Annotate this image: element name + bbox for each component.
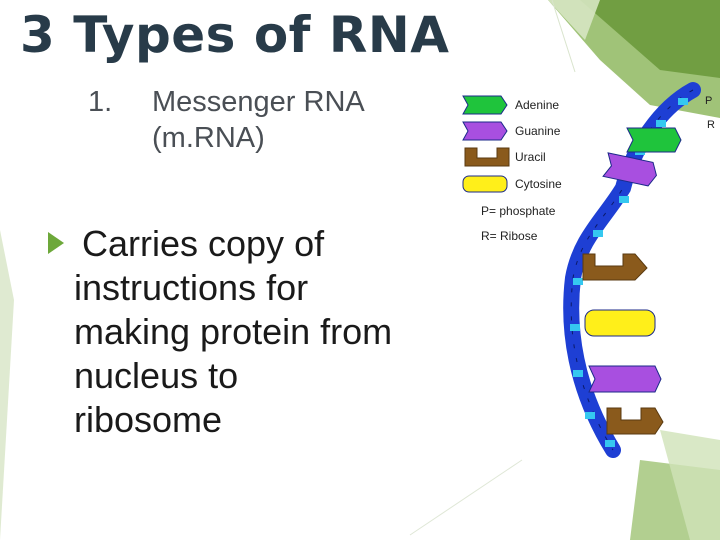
- adenine-swatch: [462, 95, 508, 115]
- legend-label-uracil: Uracil: [515, 150, 546, 164]
- base-cytosine: [584, 309, 656, 337]
- base-guanine: [588, 365, 662, 393]
- legend-label-adenine: Adenine: [515, 98, 559, 112]
- base-uracil: [582, 253, 648, 281]
- strand-node: [605, 440, 615, 447]
- item-number: 1.: [88, 86, 113, 118]
- legend-label-guanine: Guanine: [515, 124, 561, 138]
- strand-label-p: P: [705, 95, 712, 107]
- guanine-swatch: [462, 121, 508, 141]
- legend: Adenine Guanine Uracil Cytosine P= phosp…: [462, 95, 562, 243]
- strand-node: [619, 196, 629, 203]
- base-adenine: [626, 127, 682, 153]
- uracil-swatch: [464, 147, 510, 167]
- corner-shape-bottom-right-light: [660, 430, 720, 540]
- note-phosphate: P= phosphate: [481, 204, 556, 218]
- corner-shape-left: [0, 230, 14, 540]
- strand-node: [573, 370, 583, 377]
- legend-item-uracil: Uracil: [464, 147, 546, 167]
- note-ribose: R= Ribose: [481, 229, 538, 243]
- strand-node: [593, 230, 603, 237]
- slide-title: 3 Types of RNA: [20, 6, 450, 64]
- strand-node: [585, 412, 595, 419]
- strand-node: [678, 98, 688, 105]
- corner-shape-top-right-dark: [580, 0, 720, 78]
- thin-line-top: [551, 0, 576, 73]
- legend-item-cytosine: Cytosine: [462, 175, 562, 193]
- strand-node: [573, 278, 583, 285]
- legend-item-adenine: Adenine: [462, 95, 559, 115]
- strand-outline: [570, 89, 694, 451]
- rna-diagram: Adenine Guanine Uracil Cytosine P= phosp…: [462, 82, 715, 458]
- strand-node: [570, 324, 580, 331]
- strand-label-r: R: [707, 119, 715, 131]
- item-label: Messenger RNA (m.RNA): [152, 86, 364, 154]
- cytosine-swatch: [462, 175, 508, 193]
- base-uracil: [606, 407, 664, 435]
- corner-shape-top-right-light: [548, 0, 600, 40]
- legend-label-cytosine: Cytosine: [515, 177, 562, 191]
- bullet-continuation: instructions for making protein from nuc…: [74, 267, 393, 440]
- thin-line-bottom: [409, 459, 523, 536]
- bullet-triangle-icon: [48, 232, 64, 254]
- rna-bases: [582, 127, 682, 435]
- base-guanine: [602, 152, 657, 187]
- bullet-first-line: Carries copy of: [82, 223, 325, 264]
- legend-item-guanine: Guanine: [462, 121, 561, 141]
- strand-node: [656, 120, 666, 127]
